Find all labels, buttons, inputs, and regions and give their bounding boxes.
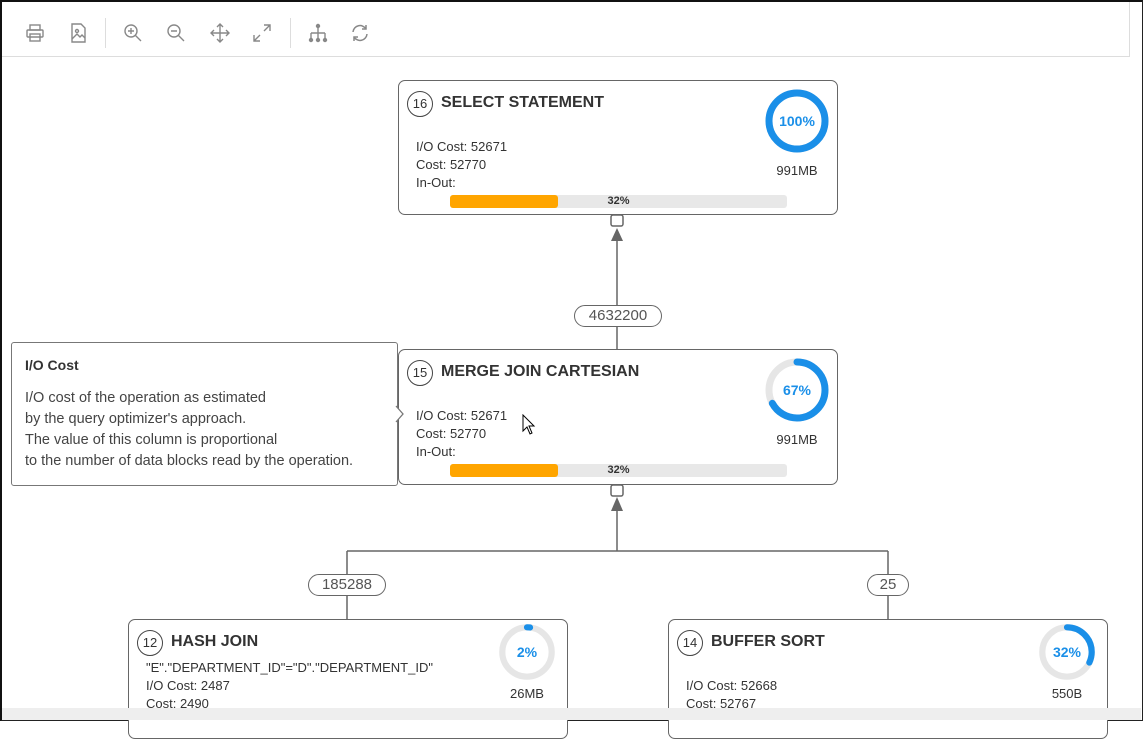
in-out-bar: 32% xyxy=(450,195,787,208)
tree-layout-icon[interactable] xyxy=(307,22,329,44)
cost: Cost: 2490 xyxy=(146,696,209,711)
io-cost: I/O Cost: 52671 xyxy=(416,139,508,154)
ring-arc xyxy=(765,89,829,153)
cost-ring xyxy=(1039,624,1095,680)
ring-arc xyxy=(1039,624,1095,680)
print-icon[interactable] xyxy=(24,22,46,44)
plan-node-buffer-sort[interactable]: 14 BUFFER SORT I/O Cost: 52668 Cost: 527… xyxy=(668,619,1108,739)
cost-ring xyxy=(765,358,829,422)
node-number: 12 xyxy=(137,630,163,656)
edge-label-cardinality: 185288 xyxy=(308,574,386,596)
connector-handle xyxy=(610,484,624,497)
toolbar xyxy=(2,2,1130,57)
io-cost: I/O Cost: 52668 xyxy=(686,678,778,693)
horizontal-scrollbar[interactable] xyxy=(2,708,1141,720)
edge-label-cardinality: 4632200 xyxy=(574,305,662,327)
cost-ring xyxy=(765,89,829,153)
tooltip-line: I/O cost of the operation as estimated xyxy=(25,390,266,406)
arrow-icon xyxy=(611,497,623,511)
cost: Cost: 52767 xyxy=(686,696,757,711)
memory-label: 26MB xyxy=(510,686,544,701)
plan-node-select-statement[interactable]: 16 SELECT STATEMENT I/O Cost: 52671 Cost… xyxy=(398,80,838,215)
toolbar-divider xyxy=(290,18,291,48)
in-out-bar-label: 32% xyxy=(607,464,630,476)
export-image-icon[interactable] xyxy=(67,22,89,44)
node-title: BUFFER SORT xyxy=(711,633,825,650)
cost-ring-label: 2% xyxy=(516,644,538,660)
node-number: 14 xyxy=(677,630,703,656)
tooltip: I/O Cost I/O cost of the operation as es… xyxy=(11,342,398,486)
plan-node-hash-join[interactable]: 12 HASH JOIN "E"."DEPARTMENT_ID"="D"."DE… xyxy=(128,619,568,739)
cost-ring xyxy=(499,624,555,680)
in-out: In-Out: xyxy=(416,175,456,190)
in-out-bar: 32% xyxy=(450,464,787,477)
toolbar-divider xyxy=(105,18,106,48)
fit-expand-icon[interactable] xyxy=(251,22,273,44)
node-title: MERGE JOIN CARTESIAN xyxy=(441,363,640,380)
in-out-bar-label: 32% xyxy=(607,195,630,207)
io-cost[interactable]: I/O Cost: 52671 xyxy=(416,408,508,423)
tooltip-line: to the number of data blocks read by the… xyxy=(25,453,354,469)
node-number: 15 xyxy=(407,360,433,386)
tooltip-line: The value of this column is proportional xyxy=(25,432,278,448)
edge-layer xyxy=(346,214,889,619)
arrow-icon xyxy=(611,228,623,241)
zoom-out-icon[interactable] xyxy=(165,22,187,44)
node-title: SELECT STATEMENT xyxy=(441,94,604,111)
in-out-bar-fill xyxy=(450,195,558,208)
predicate: "E"."DEPARTMENT_ID"="D"."DEPARTMENT_ID" xyxy=(146,660,433,675)
edge-15-children xyxy=(346,510,889,619)
ring-arc xyxy=(765,358,829,422)
ring-arc xyxy=(499,624,555,680)
connector-handle xyxy=(610,214,624,227)
cost-ring-label: 32% xyxy=(1052,644,1082,660)
in-out-bar-fill xyxy=(450,464,558,477)
node-number: 16 xyxy=(407,91,433,117)
tooltip-title: I/O Cost xyxy=(25,357,79,373)
memory-label: 991MB xyxy=(776,163,818,178)
cost-ring-label: 100% xyxy=(779,113,815,129)
node-title: HASH JOIN xyxy=(171,633,259,650)
in-out: In-Out: xyxy=(416,444,456,459)
plan-node-merge-join-cartesian[interactable]: 15 MERGE JOIN CARTESIAN I/O Cost: 52671 … xyxy=(398,349,838,485)
memory-label: 991MB xyxy=(776,432,818,447)
cost: Cost: 52770 xyxy=(416,426,487,441)
edge-label-cardinality: 25 xyxy=(867,574,909,596)
io-cost: I/O Cost: 2487 xyxy=(146,678,230,693)
refresh-icon[interactable] xyxy=(349,22,371,44)
pan-icon[interactable] xyxy=(209,22,231,44)
tooltip-line: by the query optimizer's approach. xyxy=(25,411,247,427)
cost-ring-label: 67% xyxy=(782,382,812,398)
tooltip-pointer xyxy=(395,405,404,423)
cost: Cost: 52770 xyxy=(416,157,487,172)
memory-label: 550B xyxy=(1051,686,1083,701)
zoom-in-icon[interactable] xyxy=(122,22,144,44)
mouse-cursor-icon xyxy=(522,414,536,435)
